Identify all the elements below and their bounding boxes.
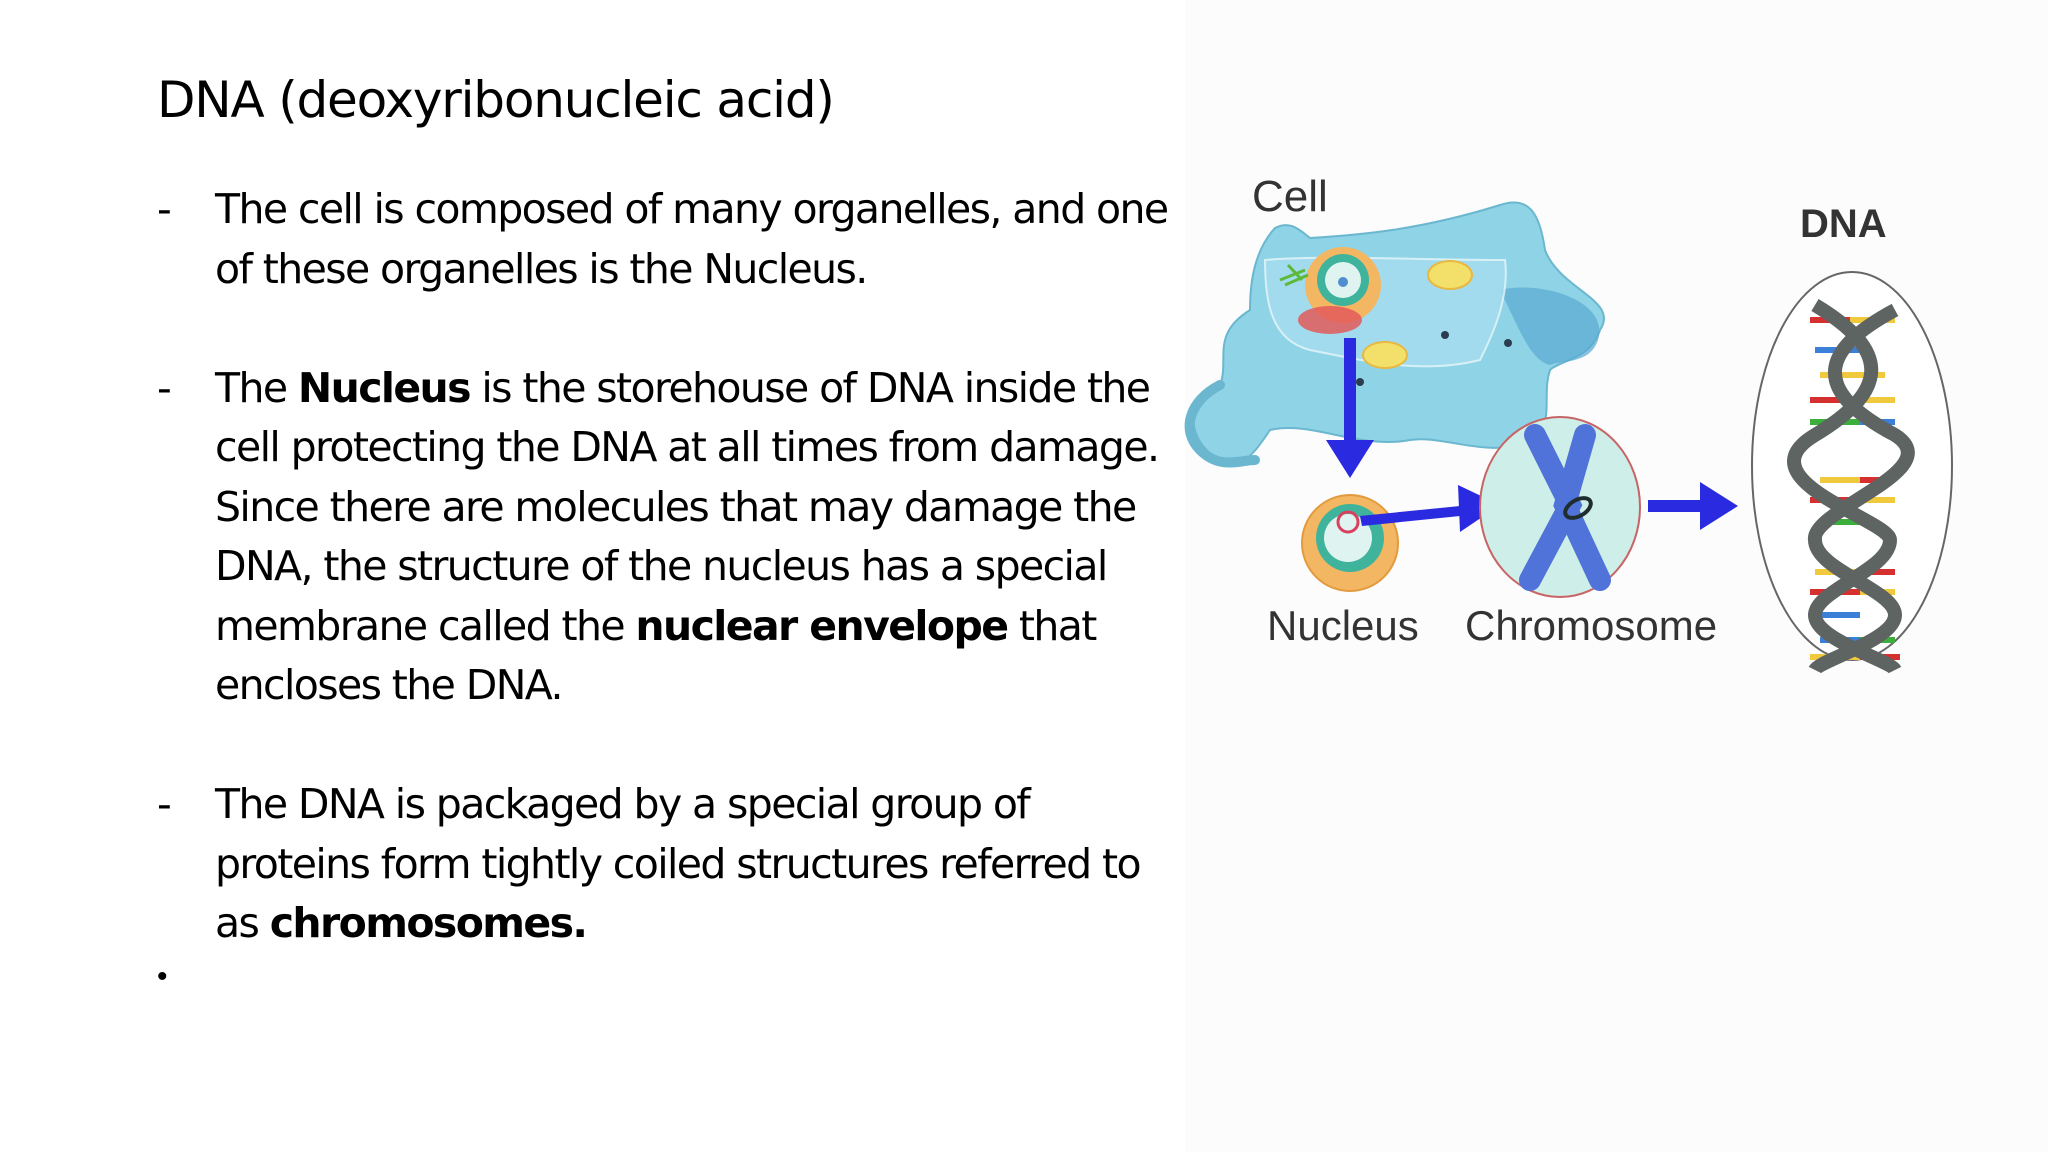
dash-marker: - (157, 363, 172, 412)
text-segment: The (215, 363, 298, 412)
dash-marker: - (157, 185, 172, 233)
empty-bullet: • (157, 960, 168, 993)
cell-to-dna-diagram: Cell Nucleus Chromosome DNA (1160, 160, 1980, 680)
cell-icon (1184, 201, 1605, 468)
arrow-right-icon (1648, 482, 1738, 530)
dash-marker: - (157, 780, 172, 828)
diagram-graphics (1184, 201, 1953, 675)
arrow-down-icon (1326, 338, 1374, 478)
text-segment: The cell is composed of many organelles,… (215, 185, 1169, 293)
arrow-right-icon (1360, 485, 1500, 532)
bold-term-nucleus: Nucleus (297, 363, 472, 412)
label-cell: Cell (1252, 172, 1328, 221)
label-nucleus: Nucleus (1267, 602, 1419, 649)
text-segment: that encloses the DNA. (215, 601, 1097, 710)
text-segment: The DNA is packaged by a special group o… (215, 780, 1142, 947)
paragraph-nucleus: - The Nucleus is the storehouse of DNA i… (157, 359, 1187, 716)
bold-term-nuclear-envelope: nuclear envelope (635, 601, 1009, 650)
paragraph-organelles: - The cell is composed of many organelle… (157, 180, 1187, 299)
slide-title: DNA (deoxyribonucleic acid) (157, 71, 835, 129)
label-dna: DNA (1800, 202, 1887, 246)
dna-helix-icon (1751, 271, 1953, 675)
text-segment: is the storehouse of DNA inside the cell… (215, 363, 1160, 650)
slide-body: - The cell is composed of many organelle… (157, 180, 1187, 1013)
nucleus-icon (1301, 494, 1399, 592)
label-chromosome: Chromosome (1465, 602, 1718, 649)
bold-term-chromosomes: chromosomes. (269, 899, 588, 947)
paragraph-chromosomes: - The DNA is packaged by a special group… (157, 775, 1187, 954)
chromosome-icon (1479, 416, 1641, 598)
